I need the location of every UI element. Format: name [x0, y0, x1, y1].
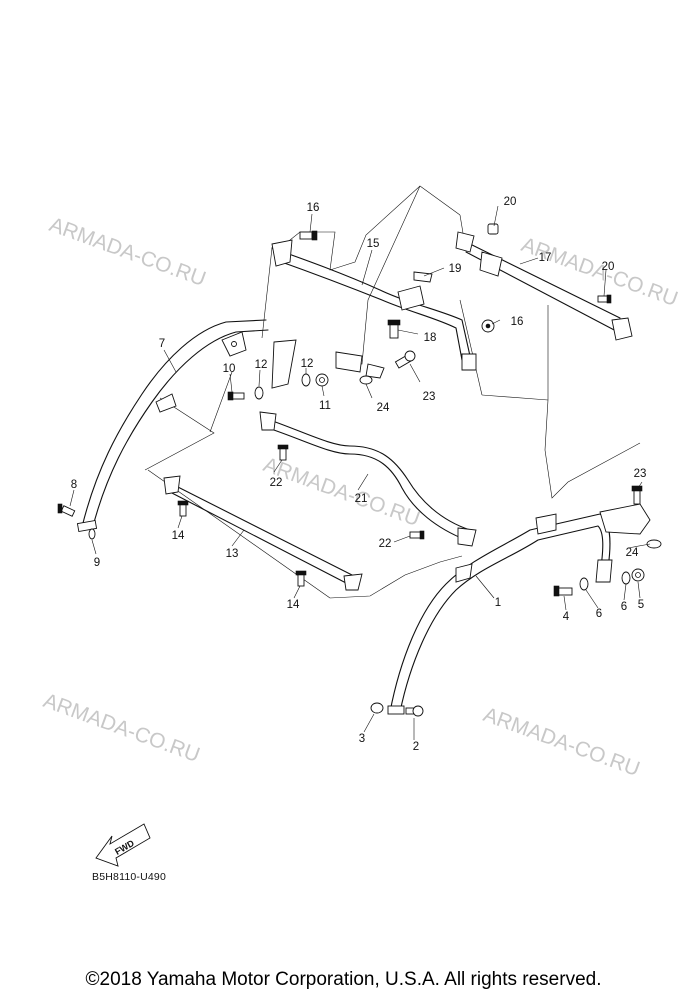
callout-2: 2 — [413, 741, 419, 753]
watermark-text: ARMADA-CO.RU — [40, 689, 202, 767]
callout-9: 9 — [94, 557, 100, 569]
bolt-14-icon — [295, 570, 307, 587]
callout-20: 20 — [602, 261, 615, 273]
clip-19-icon — [413, 271, 433, 283]
washer-6-icon — [621, 571, 631, 585]
fwd-arrow-icon: FWD — [95, 823, 151, 867]
callout-7: 7 — [159, 338, 165, 350]
callout-6: 6 — [621, 601, 627, 613]
leader-lines — [69, 205, 651, 740]
callout-22: 22 — [379, 538, 392, 550]
callout-21: 21 — [355, 493, 368, 505]
callout-12: 12 — [255, 359, 268, 371]
callout-16: 16 — [511, 316, 524, 328]
washer-24-icon — [359, 375, 373, 385]
callout-14: 14 — [287, 599, 300, 611]
bolt-22-icon — [409, 530, 425, 540]
part-13-lower-crossbar — [163, 475, 363, 591]
callout-13: 13 — [226, 548, 239, 560]
callout-15: 15 — [367, 238, 380, 250]
washer-9-icon — [88, 528, 96, 540]
bolt-8-icon — [57, 503, 76, 517]
callout-14: 14 — [172, 530, 185, 542]
copyright-notice: ©2018 Yamaha Motor Corporation, U.S.A. A… — [85, 969, 602, 990]
center-brackets — [271, 339, 385, 389]
callout-4: 4 — [563, 611, 570, 623]
bolt-23-icon — [631, 485, 643, 505]
bolt-18-icon — [387, 319, 401, 339]
callout-12: 12 — [301, 358, 314, 370]
callout-18: 18 — [424, 332, 437, 344]
callout-11: 11 — [319, 400, 331, 412]
bolt-22-icon — [277, 444, 289, 461]
bolt-20-icon — [597, 294, 612, 304]
nut-11-icon — [315, 373, 329, 387]
washer-6-icon — [579, 577, 589, 591]
bolt-2-icon — [405, 705, 424, 717]
callout-10: 10 — [223, 363, 236, 375]
part-1-right-main-hoop — [387, 503, 651, 715]
callout-24: 24 — [626, 547, 639, 559]
watermark-text: ARMADA-CO.RU — [480, 703, 642, 781]
bolt-4-icon — [553, 585, 573, 597]
callout-16: 16 — [307, 202, 320, 214]
bolt-16-icon — [299, 230, 318, 241]
callout-8: 8 — [71, 479, 77, 491]
part-21-mid-crossbar — [259, 411, 477, 547]
callout-24: 24 — [377, 402, 390, 414]
callout-1: 1 — [495, 597, 501, 609]
callout-23: 23 — [634, 468, 647, 480]
callout-3: 3 — [359, 733, 365, 745]
bolt-23-icon — [394, 350, 416, 369]
callout-22: 22 — [270, 477, 283, 489]
diagram-code: B5H8110-U490 — [92, 871, 167, 883]
part-7-left-front-pillar — [76, 319, 269, 533]
callout-19: 19 — [449, 263, 462, 275]
bolt-14-icon — [177, 500, 189, 517]
callout-23: 23 — [423, 391, 436, 403]
bolt-10-icon — [227, 391, 245, 401]
watermark-text: ARMADA-CO.RU — [260, 453, 422, 531]
callout-6: 6 — [596, 608, 602, 620]
callout-5: 5 — [638, 599, 644, 611]
part-17-upper-right-bar — [455, 231, 633, 341]
washer-12-icon — [254, 386, 264, 400]
nut-16-icon — [481, 319, 495, 333]
washer-12-icon — [301, 373, 311, 387]
part-15-upper-crossbar — [271, 239, 477, 371]
callout-20: 20 — [504, 196, 517, 208]
nut-5-icon — [631, 568, 645, 582]
callout-numbers: 1 2 3 4 5 6 6 7 8 9 10 11 12 12 13 14 14… — [71, 196, 647, 753]
washer-3-icon — [370, 702, 384, 714]
fasteners — [57, 223, 662, 717]
nut-20-icon — [487, 223, 499, 235]
washer-24-icon — [646, 539, 662, 549]
callout-17: 17 — [539, 252, 552, 264]
watermark-text: ARMADA-CO.RU — [46, 213, 208, 291]
